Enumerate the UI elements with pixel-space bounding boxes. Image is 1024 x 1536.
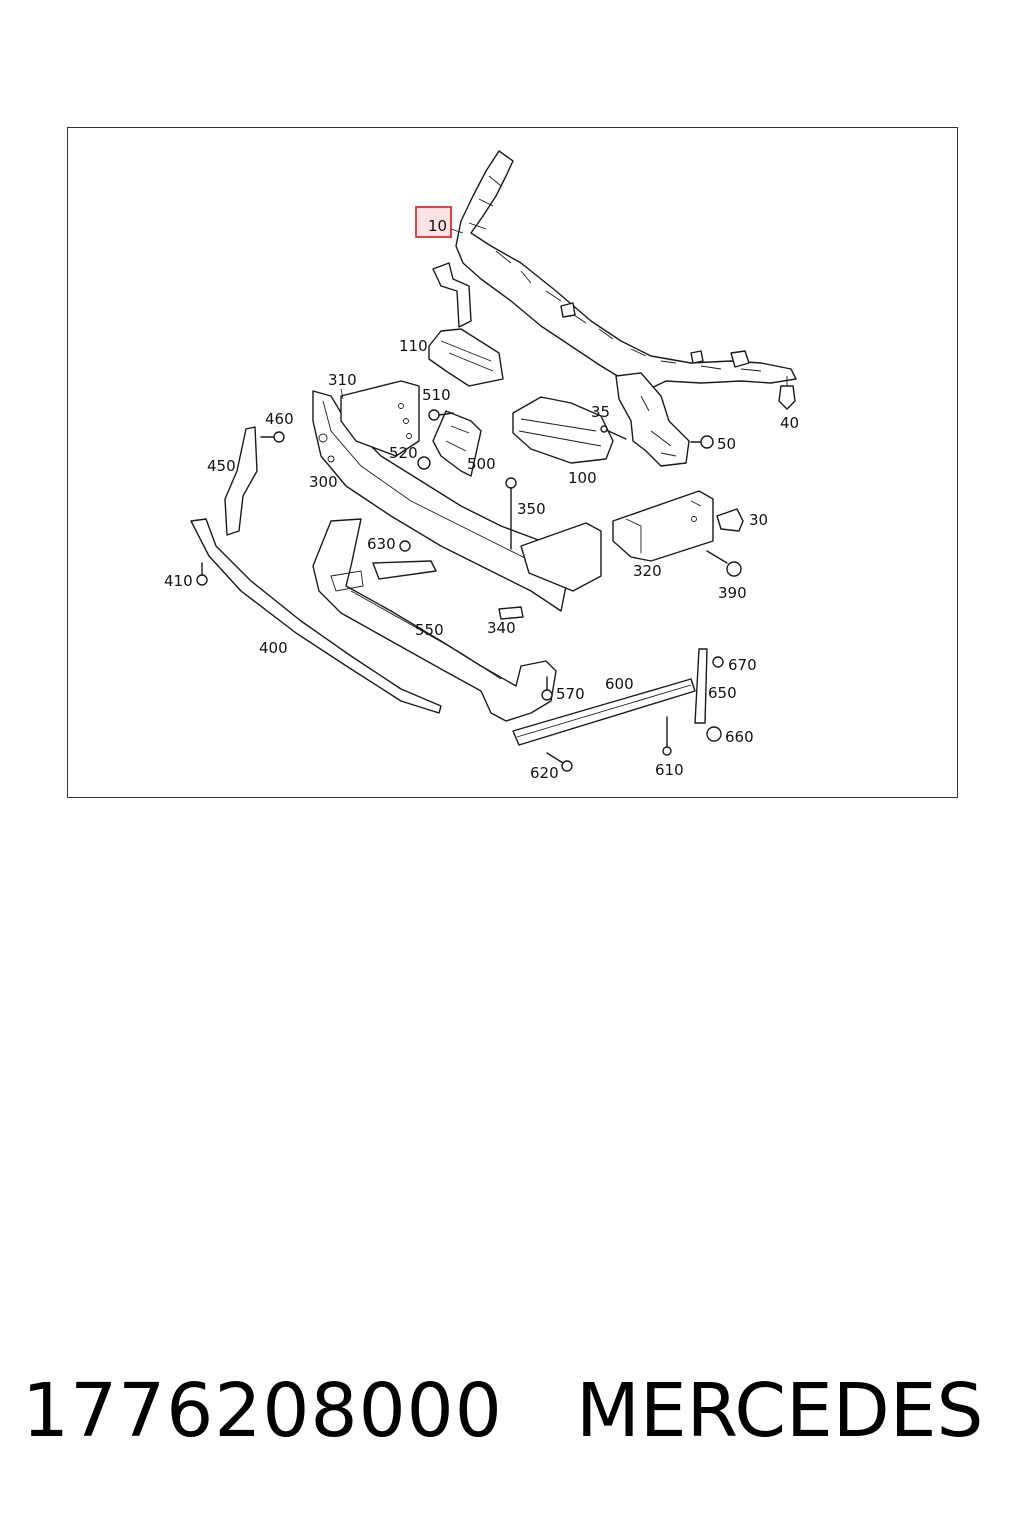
part-620-bolt[interactable] [546,752,573,772]
part-400-lower-strip[interactable] [190,518,442,714]
callout-550[interactable]: 550 [415,621,444,639]
callout-600[interactable]: 600 [605,675,634,693]
part-660-nut[interactable] [706,726,722,742]
part-570-bolt[interactable] [541,676,553,701]
callout-50[interactable]: 50 [717,435,736,453]
part-100-air-guide[interactable] [512,396,614,464]
callout-30[interactable]: 30 [749,511,768,529]
part-610-bolt[interactable] [662,716,672,756]
diagram-frame: 10 40 110 100 35 50 [67,127,958,798]
callout-520[interactable]: 520 [389,444,418,462]
footer: 1776208000 MERCEDES [0,1368,1024,1468]
part-40-clip[interactable] [778,376,796,410]
part-520-nut[interactable] [417,456,431,470]
callout-40[interactable]: 40 [780,414,799,432]
callout-320[interactable]: 320 [633,562,662,580]
parts-diagram: 10 40 110 100 35 50 [164,150,799,782]
part-550-lower-crossmember[interactable] [312,518,557,722]
part-10-front-carrier[interactable] [432,150,797,467]
part-650-strap[interactable] [694,648,708,724]
callout-340[interactable]: 340 [487,619,516,637]
callout-450[interactable]: 450 [207,457,236,475]
callout-570[interactable]: 570 [556,685,585,703]
callout-310[interactable]: 310 [328,371,357,389]
callout-390[interactable]: 390 [718,584,747,602]
callout-110[interactable]: 110 [399,337,428,355]
part-500-bracket[interactable] [432,410,482,477]
part-510-bolt[interactable] [428,409,454,421]
callout-100[interactable]: 100 [568,469,597,487]
part-350-long-bolt[interactable] [505,477,517,550]
part-450-side-bracket[interactable] [224,426,258,536]
part-390-bolt[interactable] [706,550,742,577]
callout-35[interactable]: 35 [591,403,610,421]
leader-10 [450,228,464,234]
part-310-crash-box-left[interactable] [340,380,420,457]
part-670-nut[interactable] [712,656,724,668]
part-340-clip[interactable] [498,606,524,620]
callout-300[interactable]: 300 [309,473,338,491]
brand-name: MERCEDES [576,1368,984,1454]
part-600-rail[interactable] [512,678,696,746]
part-320-crash-box-right[interactable] [612,490,714,562]
callout-460[interactable]: 460 [265,410,294,428]
callout-350[interactable]: 350 [517,500,546,518]
callout-670[interactable]: 670 [728,656,757,674]
part-35-bolt[interactable] [600,425,627,440]
part-number: 1776208000 [22,1368,503,1454]
part-110-air-duct[interactable] [428,328,504,387]
part-50-screw[interactable] [690,435,714,449]
callout-660[interactable]: 660 [725,728,754,746]
callout-620[interactable]: 620 [530,764,559,782]
part-10-highlight-box [415,206,452,238]
part-30-clip[interactable] [716,508,744,532]
part-460-bolt[interactable] [260,431,285,443]
callout-630[interactable]: 630 [367,535,396,553]
part-300-right-crashbox[interactable] [520,522,602,592]
callout-610[interactable]: 610 [655,761,684,779]
callout-410[interactable]: 410 [164,572,193,590]
leader-310 [340,388,344,400]
callout-400[interactable]: 400 [259,639,288,657]
callout-510[interactable]: 510 [422,386,451,404]
part-410-bolt[interactable] [196,562,208,586]
callout-10[interactable]: 10 [428,217,447,235]
callout-500[interactable]: 500 [467,455,496,473]
part-630-bushing[interactable] [372,540,437,580]
callout-650[interactable]: 650 [708,684,737,702]
